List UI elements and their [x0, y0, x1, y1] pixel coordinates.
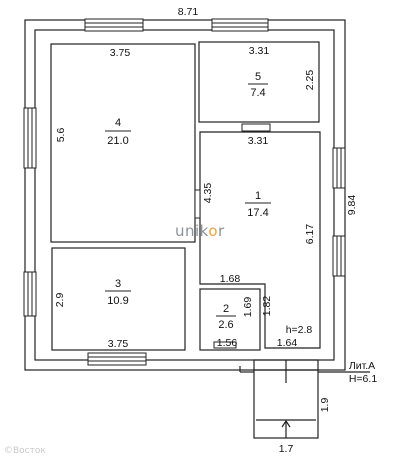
dim-porch-depth: 1.9: [319, 398, 331, 413]
dim-overall-depth: 9.84: [346, 195, 358, 216]
ceiling-height: h=2.8: [286, 324, 313, 336]
window-top-right: [211, 18, 269, 32]
window-top-left: [84, 18, 144, 32]
dim-room2-width: 1.56: [217, 337, 238, 349]
room-3-outline: [51, 247, 186, 351]
room-3-number: 3: [115, 278, 121, 290]
room-4-area: 21.0: [107, 135, 128, 147]
outer-wall-inner: [34, 29, 335, 361]
room-5-area: 7.4: [250, 87, 265, 99]
dim-room5-depth: 2.25: [304, 70, 316, 91]
room-1-number: 1: [255, 190, 261, 202]
window-left-lower: [23, 271, 37, 317]
dim-room3-depth: 2.9: [54, 293, 66, 308]
window-bottom: [87, 352, 147, 366]
door-room2: [213, 341, 237, 349]
dim-corridor-width: 1.82: [261, 296, 273, 317]
litera-label: Лит.А: [349, 360, 375, 372]
room-2-area: 2.6: [218, 319, 233, 331]
dim-room4-width: 3.75: [110, 47, 131, 59]
room-5-number: 5: [255, 71, 261, 83]
room-1-outline: [199, 131, 321, 349]
dim-room3-width: 3.75: [108, 338, 129, 350]
room-2-number: 2: [223, 303, 229, 315]
corner-watermark: ©Восток: [4, 446, 46, 456]
dim-room1-width-bottom: 1.68: [220, 273, 241, 285]
door-room1-room5: [241, 123, 271, 132]
window-right-lower: [332, 235, 346, 277]
dim-bottom-segment: 1.64: [277, 337, 298, 349]
room-4-number: 4: [115, 117, 121, 129]
room-3-area: 10.9: [107, 295, 128, 307]
room-1-area: 17.4: [247, 207, 268, 219]
door-room1-room4: [194, 189, 201, 219]
dim-overall-width: 8.71: [178, 6, 199, 18]
room-4-outline: [50, 43, 196, 243]
dim-room1-depth-right: 6.17: [304, 224, 316, 245]
dim-room4-depth: 5.6: [55, 128, 67, 143]
dim-room5-width: 3.31: [249, 45, 270, 57]
building-height: H=6.1: [349, 373, 377, 385]
dim-room1-width-top: 3.31: [248, 135, 269, 147]
room-2-outline: [199, 288, 261, 351]
dim-room2-depth: 1.69: [242, 297, 254, 318]
dim-porch-width: 1.7: [279, 443, 294, 455]
window-left-upper: [23, 107, 37, 169]
outer-wall-outer: [24, 19, 346, 371]
dim-room1-depth-left: 4.35: [202, 183, 214, 204]
room-5-outline: [198, 41, 320, 123]
watermark-logo: unikor: [175, 222, 225, 240]
window-right-upper: [332, 147, 346, 189]
